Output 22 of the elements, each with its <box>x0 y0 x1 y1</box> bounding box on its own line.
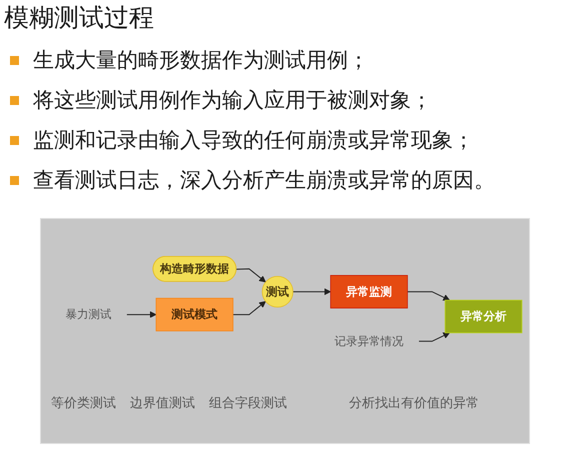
text-label: 暴力测试 <box>65 307 112 322</box>
bullet-text: 查看测试日志，深入分析产生崩溃或异常的原因。 <box>33 167 495 194</box>
bullet-text: 监测和记录由输入导致的任何崩溃或异常现象； <box>33 127 474 154</box>
bullet-text: 将这些测试用例作为输入应用于被测对象； <box>33 87 432 114</box>
text-label: 记录异常情况 <box>334 334 404 348</box>
bullet-text: 生成大量的畸形数据作为测试用例； <box>33 47 369 74</box>
process-box: 异常监测 <box>330 275 408 308</box>
arrow <box>232 301 266 316</box>
process-circle: 测试 <box>262 276 294 308</box>
slide-title: 模糊测试过程 <box>4 2 154 34</box>
annotation-text: 分析找出有价值的异常 <box>349 395 480 413</box>
process-box: 测试模式 <box>156 298 234 332</box>
arrow <box>236 268 266 282</box>
process-pill: 构造畸形数据 <box>152 256 236 282</box>
test-type-label: 组合字段测试 <box>209 395 287 413</box>
arrow <box>418 332 450 342</box>
test-type-label: 边界值测试 <box>130 395 195 413</box>
test-type-label: 等价类测试 <box>51 395 116 413</box>
arrow <box>406 291 450 301</box>
arrow <box>126 311 156 318</box>
arrow <box>292 288 331 296</box>
process-box: 异常分析 <box>444 300 522 334</box>
